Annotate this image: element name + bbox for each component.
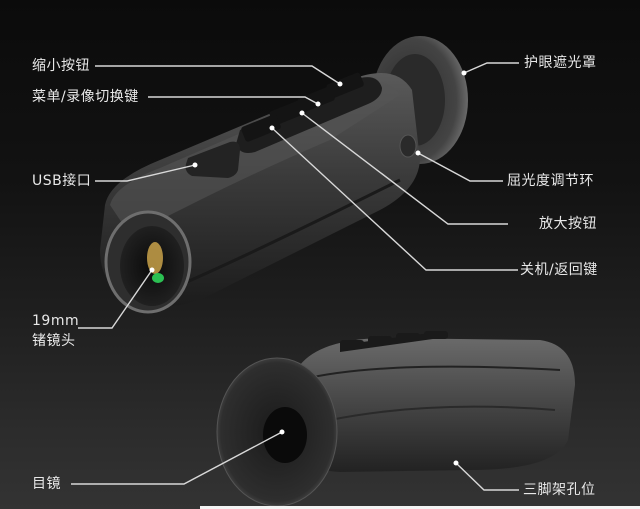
label-menu-record-switch: 菜单/录像切换键 [32, 89, 139, 105]
label-eyecup: 护眼遮光罩 [524, 55, 597, 71]
label-tripod-mount: 三脚架孔位 [523, 482, 596, 498]
label-diopter-ring: 屈光度调节环 [507, 173, 594, 189]
label-power-back-button: 关机/返回键 [520, 262, 598, 278]
top-device [100, 36, 468, 314]
label-zoom-out-button: 缩小按钮 [32, 58, 90, 74]
label-lens-type: 锗镜头 [32, 333, 76, 349]
label-zoom-in-button: 放大按钮 [539, 216, 597, 232]
usb-cover-shape [185, 141, 240, 178]
leader-dots [149, 70, 467, 466]
zoom-out-button-shape [326, 72, 364, 99]
menu-button-shape [297, 86, 335, 113]
label-usb-port: USB接口 [32, 173, 92, 189]
bottom-device [216, 331, 575, 507]
label-lens-size: 19mm [32, 313, 80, 329]
label-eyepiece: 目镜 [32, 476, 61, 492]
power-button-shape [241, 114, 281, 142]
leader-lines [71, 62, 519, 491]
bottom-edge-strip [200, 506, 640, 509]
zoom-in-button-shape [269, 99, 307, 126]
